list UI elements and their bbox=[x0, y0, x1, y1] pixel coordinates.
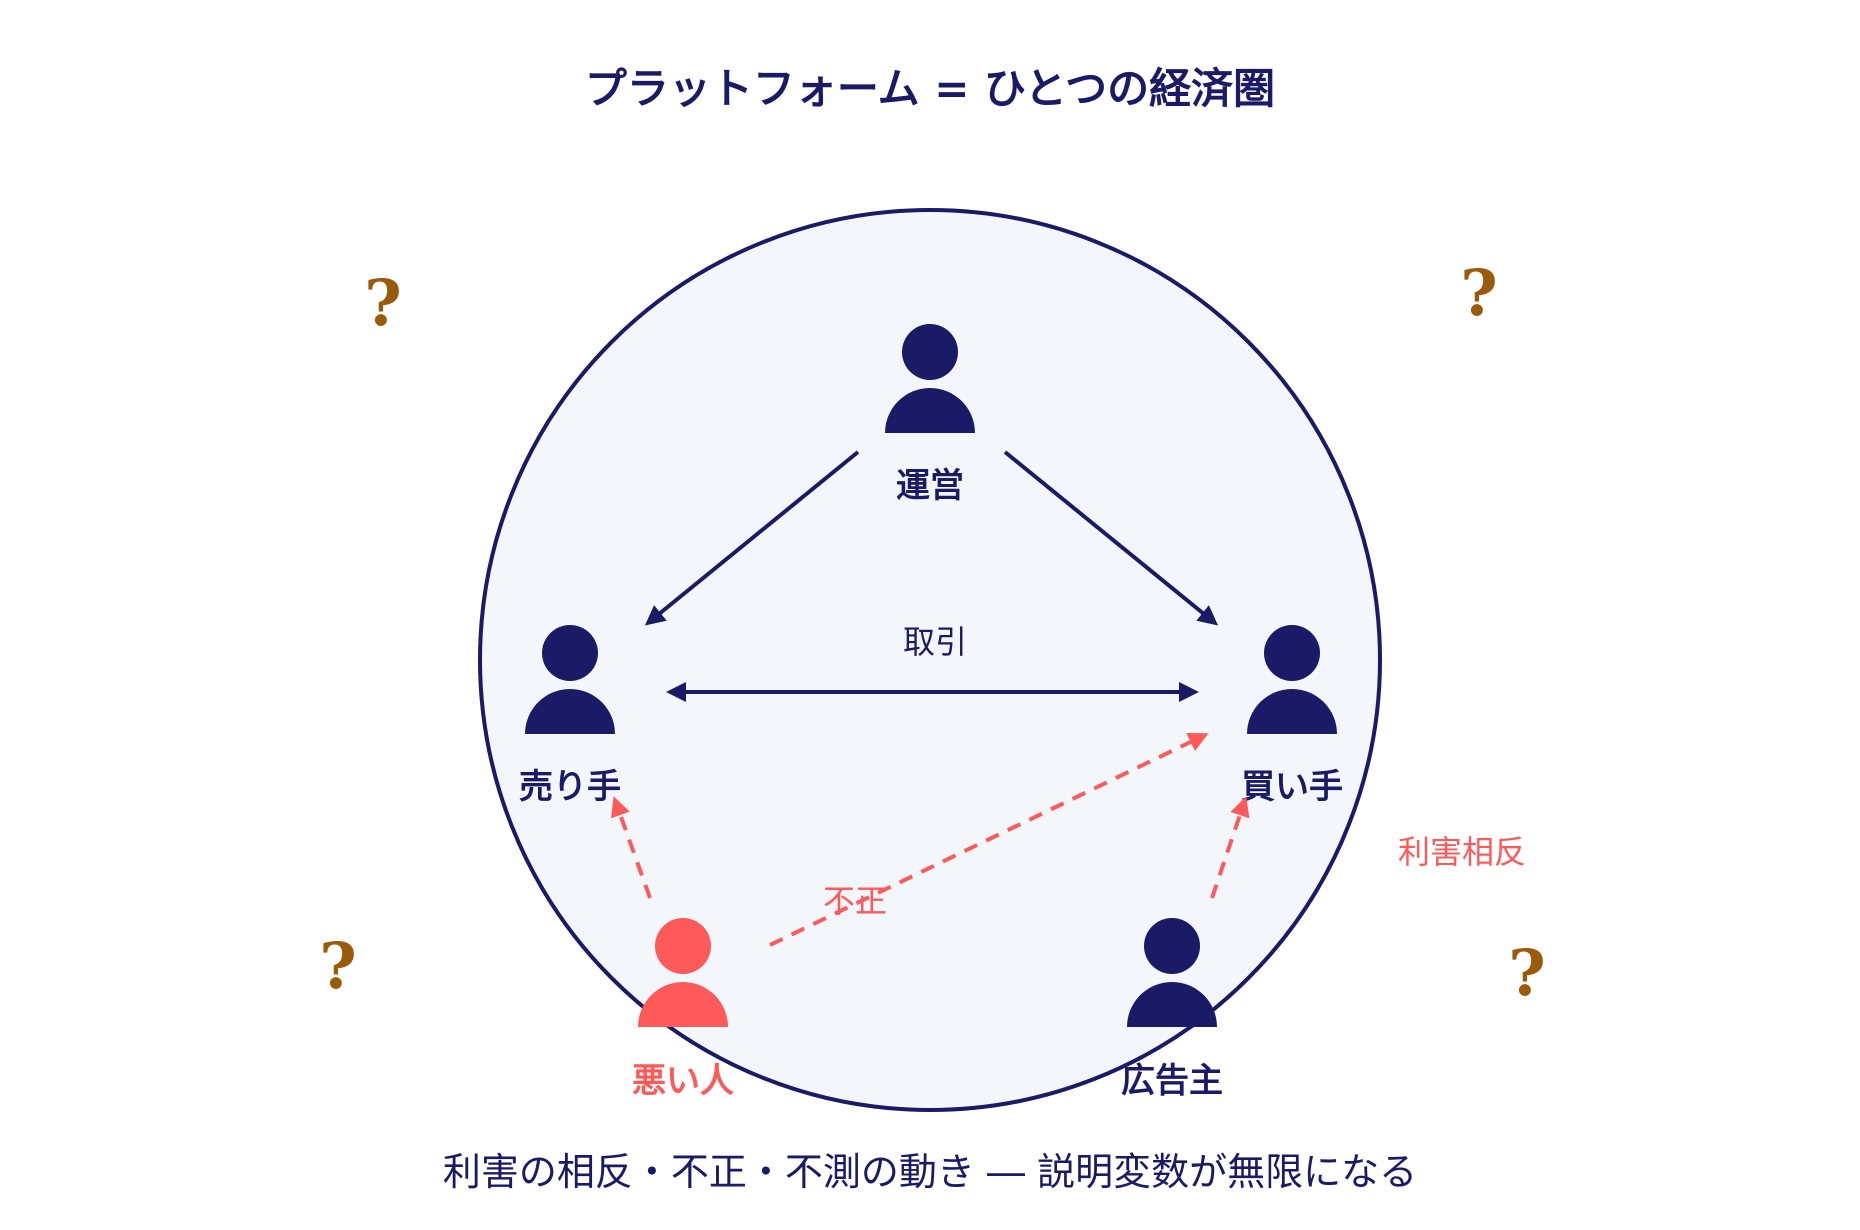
operator-to-buyer-arrow bbox=[1003, 450, 1219, 626]
advertiser-label: 広告主 bbox=[1121, 1061, 1223, 1101]
buyer-label: 買い手 bbox=[1241, 767, 1343, 807]
diagram-title: プラットフォーム = ひとつの経済圏 bbox=[585, 64, 1275, 113]
operator-label: 運営 bbox=[896, 466, 964, 506]
bad-actor-label: 悪い人 bbox=[632, 1061, 734, 1101]
economy-circle bbox=[478, 208, 1382, 1112]
operator-to-seller-arrow bbox=[644, 450, 860, 626]
bad-actor-to-seller-arrow bbox=[610, 796, 652, 899]
fraud-label: 不正 bbox=[823, 882, 887, 920]
fraud-arrow bbox=[769, 732, 1209, 947]
buyer-person-icon bbox=[1247, 625, 1337, 734]
question-mark-top-left: ? bbox=[364, 266, 402, 341]
trade-label: 取引 bbox=[903, 623, 967, 661]
bad-actor-person-icon bbox=[638, 918, 728, 1027]
conflict-of-interest-label: 利害相反 bbox=[1398, 833, 1526, 871]
seller-person-icon bbox=[525, 625, 615, 734]
question-mark-top-right: ? bbox=[1460, 256, 1498, 331]
advertiser-to-buyer-arrow bbox=[1210, 796, 1250, 899]
caption: 利害の相反・不正・不測の動き ― 説明変数が無限になる bbox=[443, 1150, 1417, 1194]
advertiser-person-icon bbox=[1127, 918, 1217, 1027]
question-mark-bottom-left: ? bbox=[319, 929, 357, 1004]
question-mark-bottom-right: ? bbox=[1508, 936, 1546, 1011]
seller-label: 売り手 bbox=[519, 767, 621, 807]
operator-person-icon bbox=[885, 324, 975, 433]
